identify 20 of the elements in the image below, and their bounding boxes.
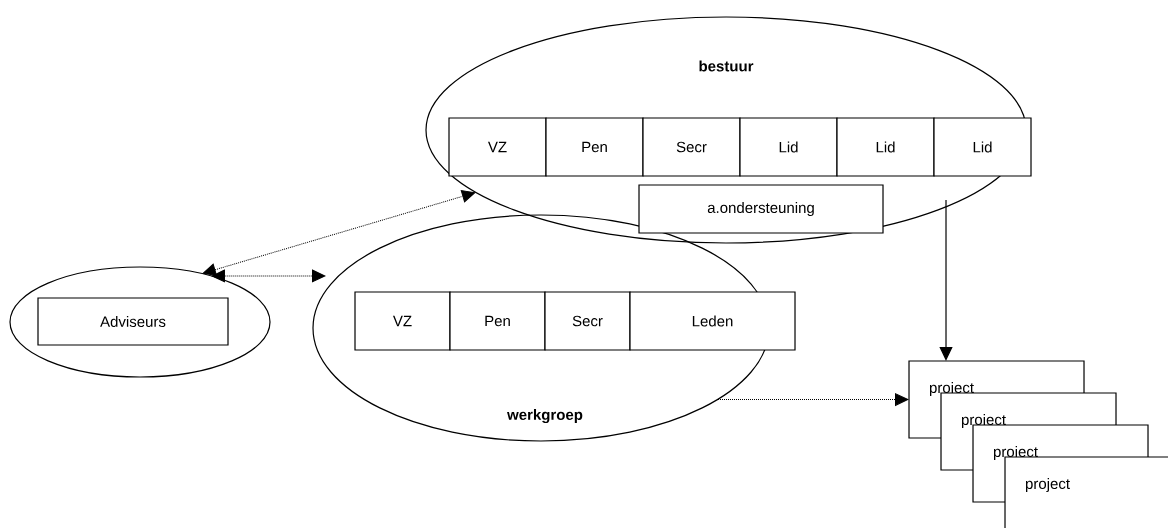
group-title: bestuur [699, 60, 754, 72]
ellipse [9, 266, 271, 378]
role-box: Lid [739, 117, 838, 177]
role-box: a.ondersteuning [638, 184, 884, 234]
role-box: Lid [933, 117, 1032, 177]
role-box: Adviseurs [37, 297, 229, 346]
role-box: Lid [836, 117, 935, 177]
arrow [211, 269, 326, 283]
arrow [202, 190, 476, 276]
arrow [939, 199, 953, 361]
role-box: Secr [544, 291, 631, 351]
role-box: Pen [449, 291, 546, 351]
role-box: VZ [354, 291, 451, 351]
role-box: Leden [629, 291, 796, 351]
role-box: Secr [642, 117, 741, 177]
arrow [717, 393, 909, 406]
project-box: project [1004, 456, 1168, 528]
role-box: VZ [448, 117, 547, 177]
role-box: Pen [545, 117, 644, 177]
group-title: werkgroep [507, 409, 583, 424]
